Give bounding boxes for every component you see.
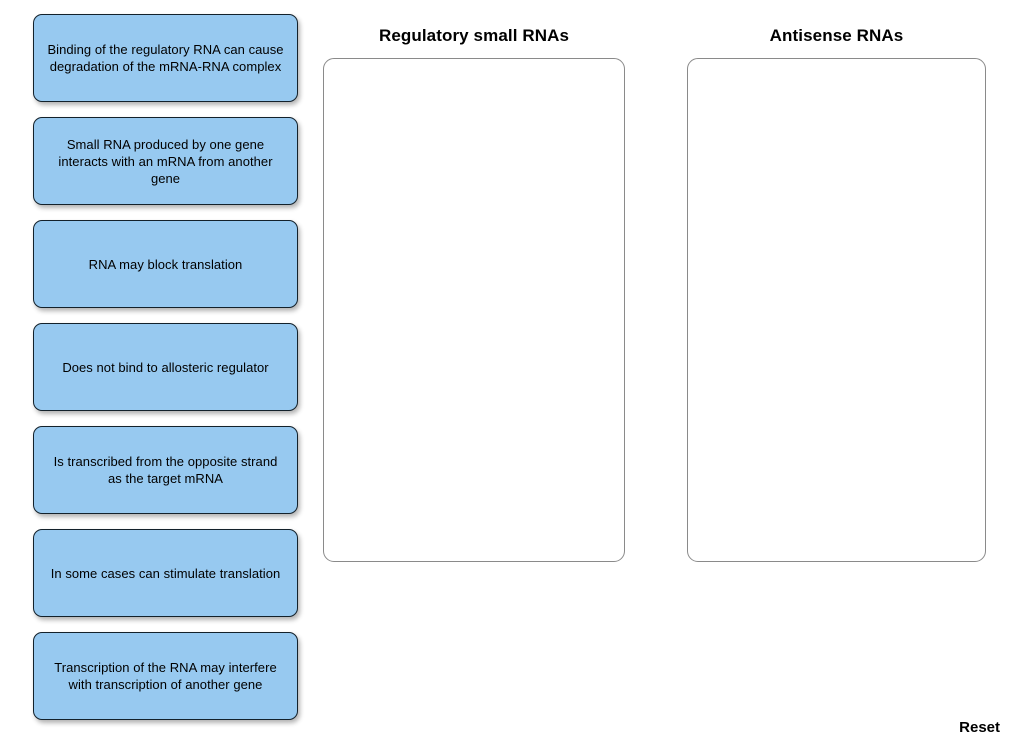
drag-card-label: Small RNA produced by one gene interacts… xyxy=(58,136,273,186)
card-tray: Binding of the regulatory RNA can cause … xyxy=(33,14,298,735)
drop-zone-regulatory-small-rnas[interactable] xyxy=(323,58,625,562)
drag-card-3[interactable]: RNA may block translation xyxy=(33,220,298,308)
drag-card-1[interactable]: Binding of the regulatory RNA can cause … xyxy=(33,14,298,102)
drag-card-4[interactable]: Does not bind to allosteric regulator xyxy=(33,323,298,411)
drag-card-label: Is transcribed from the opposite strand … xyxy=(53,454,278,486)
drag-card-7[interactable]: Transcription of the RNA may interfere w… xyxy=(33,632,298,720)
reset-button[interactable]: Reset xyxy=(959,719,1000,736)
drop-zone-antisense-rnas[interactable] xyxy=(687,58,986,562)
category-title-regulatory-small-rnas: Regulatory small RNAs xyxy=(378,26,570,45)
drag-card-2[interactable]: Small RNA produced by one gene interacts… xyxy=(33,117,298,205)
drag-card-label: Transcription of the RNA may interfere w… xyxy=(54,660,277,692)
drag-card-label: Binding of the regulatory RNA can cause … xyxy=(47,42,284,74)
category-column-regulatory-small-rnas: Regulatory small RNAs xyxy=(323,0,625,562)
drag-card-5[interactable]: Is transcribed from the opposite strand … xyxy=(33,426,298,514)
category-title-antisense-rnas: Antisense RNAs xyxy=(769,26,904,45)
category-column-antisense-rnas: Antisense RNAs xyxy=(687,0,986,562)
drag-card-label: Does not bind to allosteric regulator xyxy=(62,359,269,375)
drag-card-label: In some cases can stimulate translation xyxy=(50,565,281,581)
drag-card-label: RNA may block translation xyxy=(88,256,243,272)
drag-card-6[interactable]: In some cases can stimulate translation xyxy=(33,529,298,617)
